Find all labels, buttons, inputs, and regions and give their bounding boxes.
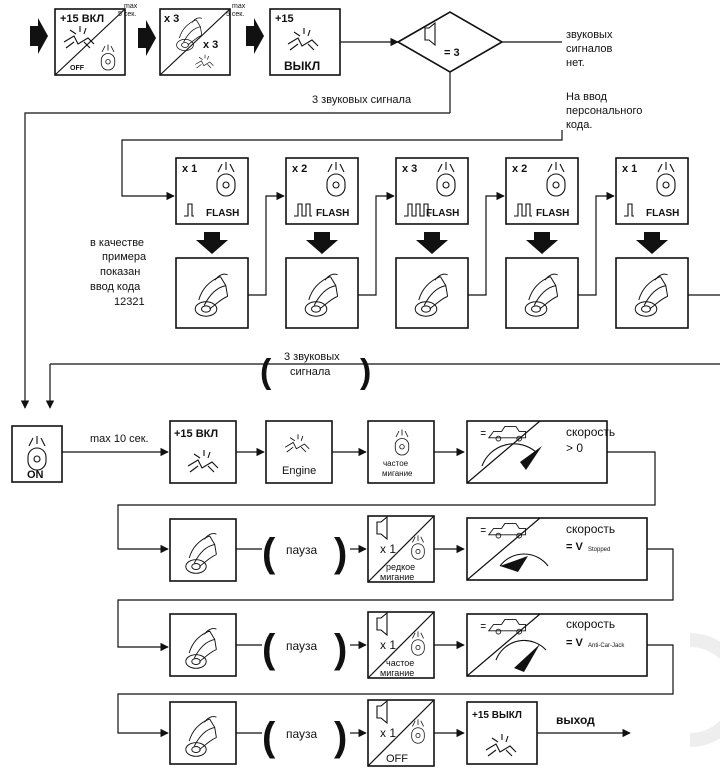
pulse-icon — [404, 203, 430, 217]
paren-open-r4: ( — [262, 715, 276, 759]
paren-close-r4: ) — [334, 715, 347, 759]
step-connector — [468, 191, 505, 296]
exit-label: выход — [556, 713, 595, 727]
speed-gt0: скорость> 0 — [566, 425, 615, 455]
code-step-count: x 1 — [182, 163, 197, 175]
code-step-3: x 3 FLASH — [395, 157, 505, 329]
code-entry-row: x 1 FLASH x 2 FLASH x 3 FLASH x 2 FLASH x 1 FLASH — [175, 157, 720, 329]
code-step-2: x 2 FLASH — [285, 157, 395, 329]
box2-sub: x 3 — [203, 39, 218, 51]
down-arrow — [306, 232, 338, 254]
code-step-count: x 2 — [292, 163, 307, 175]
code-step-5: x 1 FLASH — [615, 157, 720, 329]
flash-label: FLASH — [426, 208, 459, 219]
flash-label: FLASH — [536, 208, 569, 219]
block-arrow-3 — [246, 18, 264, 54]
code-step-1: x 1 FLASH — [175, 157, 285, 329]
paren-close-r3: ) — [334, 627, 347, 671]
three-signals-text: 3 звуковых сигнала — [312, 94, 412, 106]
watermark-arc — [689, 633, 720, 747]
paren-close-r2: ) — [334, 531, 347, 575]
speedometer-icon-r3 — [495, 639, 547, 661]
speed-r3: скорость — [566, 617, 615, 631]
pulse-icon — [294, 203, 312, 217]
v-main-r3: = V — [566, 637, 583, 649]
code-step-4: x 2 FLASH — [505, 157, 615, 329]
count-r2: x 1 — [380, 542, 396, 556]
v-sub-r3: Anti-Car-Jack — [588, 643, 625, 649]
on-button-box: ON — [11, 425, 63, 483]
paren-open-r2: ( — [262, 531, 276, 575]
box3-title: +15 — [275, 13, 294, 25]
press-x3-box: x 3 x 3 — [159, 8, 231, 76]
max-time-label: max 10 сек. — [90, 433, 149, 445]
down-arrow — [636, 232, 668, 254]
pause-r4: пауза — [286, 727, 318, 741]
sequence-row-4: ( пауза ) x 1 OFF +15 ВЫКЛ выход — [169, 699, 631, 767]
signal-count-decision: = 3 — [396, 11, 504, 73]
step-connector — [578, 191, 615, 296]
paren-open-r3: ( — [262, 627, 276, 671]
ignition-on-label: +15 ВКЛ — [174, 428, 218, 440]
flash-label: FLASH — [646, 208, 679, 219]
decision-label: = 3 — [444, 47, 460, 59]
example-note: в качестве примера показан ввод кода 123… — [90, 237, 149, 308]
block-arrow-start — [30, 18, 48, 54]
box1-title: +15 ВКЛ — [60, 13, 104, 25]
flash-label: FLASH — [206, 208, 239, 219]
v-main-r2: = V — [566, 541, 583, 553]
ignition-off-box: +15 ВЫКЛ — [269, 8, 341, 76]
speedometer-icon-r2 — [499, 553, 549, 567]
block-arrow-2 — [138, 20, 156, 56]
step-connector — [248, 191, 285, 296]
code-step-count: x 1 — [622, 163, 637, 175]
ignition-off-r4: +15 ВЫКЛ — [472, 710, 522, 721]
off-r4: OFF — [386, 753, 408, 765]
down-arrow — [526, 232, 558, 254]
pause-r3: пауза — [286, 639, 318, 653]
on-label: ON — [27, 469, 44, 481]
v-sub-r2: Stopped — [588, 547, 610, 553]
paren-open-code: ( — [260, 353, 272, 391]
down-arrow — [196, 232, 228, 254]
count-r3: x 1 — [380, 638, 396, 652]
down-arrow — [416, 232, 448, 254]
box1-sub: OFF — [70, 65, 85, 72]
pulse-icon — [624, 203, 634, 217]
box2-title: x 3 — [164, 13, 179, 25]
ignition-on-off-box: +15 ВКЛ OFF — [54, 8, 126, 76]
code-step-count: x 3 — [402, 163, 417, 175]
count-r4: x 1 — [380, 726, 396, 740]
speed-r2: скорость — [566, 522, 615, 536]
step-connector — [358, 191, 395, 296]
pulse-icon — [184, 203, 194, 217]
speedometer-icon — [481, 443, 537, 467]
engine-label: Engine — [282, 465, 316, 477]
pulse-icon — [514, 203, 532, 217]
paren-close-code: ) — [360, 353, 371, 391]
box3-sub: ВЫКЛ — [284, 59, 320, 73]
code-step-count: x 2 — [512, 163, 527, 175]
pause-r2: пауза — [286, 543, 318, 557]
flash-label: FLASH — [316, 208, 349, 219]
